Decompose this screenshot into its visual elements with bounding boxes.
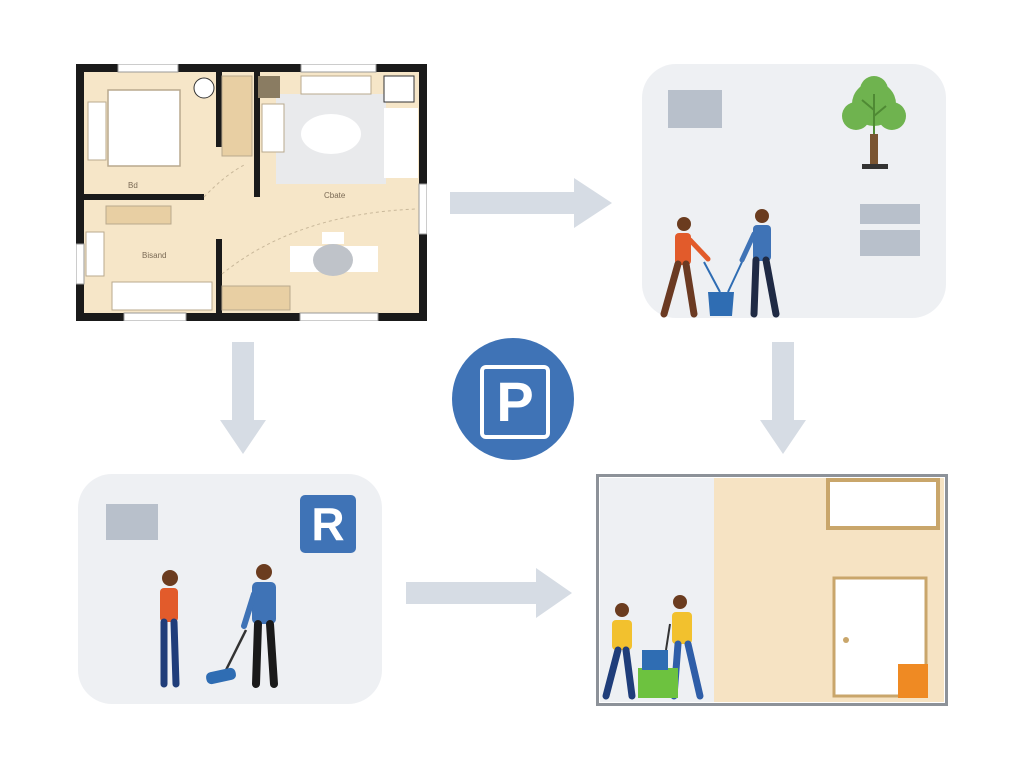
parking-sign-icon: P	[452, 338, 574, 460]
person-man	[241, 564, 278, 688]
window-icon	[106, 504, 158, 540]
scene-bottom-left	[78, 474, 382, 704]
arrow-down-left	[220, 342, 266, 456]
person-worker-1	[602, 603, 636, 700]
r-badge-icon: R	[300, 495, 356, 553]
window-icon	[668, 90, 722, 128]
tree-icon	[842, 76, 906, 169]
floor-plan: Bd Cbate Bisand	[76, 64, 427, 321]
person-worker-2	[670, 595, 704, 700]
arrow-right-top	[450, 178, 614, 228]
scene-top-right	[642, 64, 946, 318]
room-label-3: Bisand	[142, 251, 166, 260]
arrow-down-right	[760, 342, 806, 456]
mop-icon	[665, 623, 671, 651]
person-cleaner-2	[739, 209, 780, 318]
room-label-1: Bd	[128, 181, 138, 190]
mop-icon	[222, 629, 248, 675]
bucket-icon	[638, 668, 678, 698]
trash-bin-icon	[898, 664, 928, 698]
mop-icon	[703, 261, 743, 293]
room-label-2: Cbate	[324, 191, 346, 200]
parking-letter: P	[480, 365, 550, 439]
window-icon	[826, 478, 940, 530]
person-cleaner-1	[660, 217, 711, 318]
person-woman	[160, 570, 180, 688]
bucket-icon	[708, 292, 734, 316]
scene-bottom-right	[596, 474, 948, 706]
arrow-right-bottom	[406, 568, 574, 618]
